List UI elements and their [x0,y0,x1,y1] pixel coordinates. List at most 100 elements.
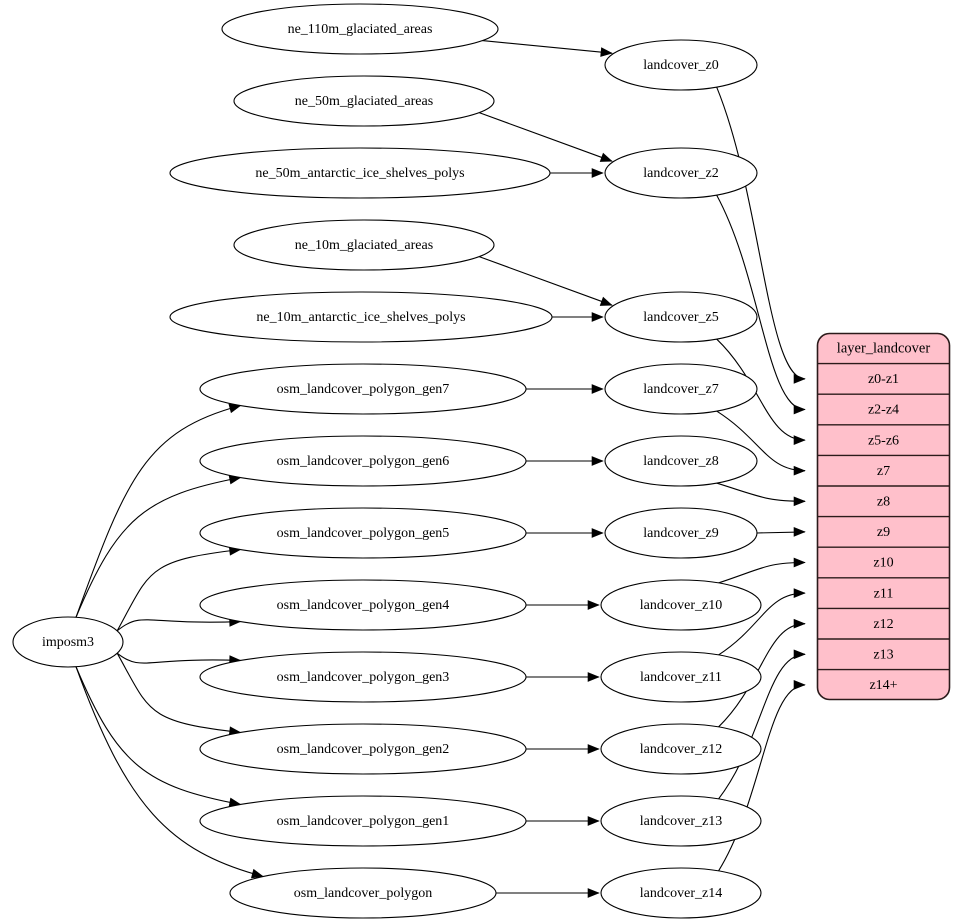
node-landcover_z10[interactable]: landcover_z10 [600,579,762,631]
edge-line [718,653,806,800]
table-row-z7[interactable]: z7 [877,464,890,479]
node-landcover_z8[interactable]: landcover_z8 [604,435,758,487]
node-osm_landcover_polygon_gen2[interactable]: osm_landcover_polygon_gen2 [199,723,527,775]
table-row-z8[interactable]: z8 [877,495,890,510]
node-ne_10m_glaciated_areas[interactable]: ne_10m_glaciated_areas [233,219,495,271]
node-ne_50m_antarctic_ice_shelves_polys[interactable]: ne_50m_antarctic_ice_shelves_polys [169,147,551,199]
edge-line [75,476,241,618]
table-row-label: z5-z6 [868,433,899,448]
edge-landcover_z13-to-row-z13 [718,649,806,800]
node-landcover_z7[interactable]: landcover_z7 [604,363,758,415]
table-row-z14plus[interactable]: z14+ [869,678,897,693]
node-shape [604,291,758,343]
node-osm_landcover_polygon[interactable]: osm_landcover_polygon [229,867,497,919]
node-label: osm_landcover_polygon_gen4 [277,598,450,613]
node-landcover_z9[interactable]: landcover_z9 [604,507,758,559]
node-ne_50m_glaciated_areas[interactable]: ne_50m_glaciated_areas [233,75,495,127]
node-landcover_z5[interactable]: landcover_z5 [604,291,758,343]
edge-line [75,666,241,806]
table-row-z13[interactable]: z13 [873,648,893,663]
table-row-z2-z4[interactable]: z2-z4 [868,403,899,418]
node-label: osm_landcover_polygon_gen2 [277,742,450,757]
edge-landcover_z11-to-row-z11 [718,588,806,656]
node-landcover_z2[interactable]: landcover_z2 [604,147,758,199]
node-osm_landcover_polygon_gen7[interactable]: osm_landcover_polygon_gen7 [199,363,527,415]
table-row-label: z8 [877,495,890,510]
node-shape [604,363,758,415]
node-label: landcover_z14 [640,886,722,901]
edge-landcover_z2-to-row-z2-z4 [716,194,806,415]
table-row-z5-z6[interactable]: z5-z6 [868,433,899,448]
node-osm_landcover_polygon_gen6[interactable]: osm_landcover_polygon_gen6 [199,435,527,487]
table-row-label: z7 [877,464,890,479]
node-ne_110m_glaciated_areas[interactable]: ne_110m_glaciated_areas [221,3,499,55]
table-row-label: z9 [877,525,890,540]
edge-line [718,623,806,728]
edge-osm_landcover_polygon_gen7-to-landcover_z7 [526,384,604,394]
edge-line [75,404,241,618]
node-landcover_z14[interactable]: landcover_z14 [600,867,762,919]
edge-osm_landcover_polygon_gen2-to-landcover_z12 [526,744,600,754]
node-osm_landcover_polygon_gen5[interactable]: osm_landcover_polygon_gen5 [199,507,527,559]
edge-osm_landcover_polygon_gen4-to-landcover_z10 [526,600,600,610]
arrowhead-icon [793,404,806,415]
edge-line [116,619,241,632]
node-shape [199,507,527,559]
table-row-label: z2-z4 [868,403,899,418]
node-shape [600,579,762,631]
arrowhead-icon [591,312,604,322]
edge-landcover_z10-to-row-z10 [718,557,806,584]
edge-line [482,40,613,54]
node-shape [600,795,762,847]
node-label: landcover_z13 [640,814,722,829]
node-osm_landcover_polygon_gen1[interactable]: osm_landcover_polygon_gen1 [199,795,527,847]
edge-line [116,652,241,734]
node-shape [199,795,527,847]
edge-osm_landcover_polygon_gen1-to-landcover_z13 [526,816,600,826]
node-osm_landcover_polygon_gen4[interactable]: osm_landcover_polygon_gen4 [199,579,527,631]
node-label: osm_landcover_polygon_gen1 [277,814,450,829]
edge-imposm3-to-osm_landcover_polygon_gen4 [116,617,242,632]
node-landcover_z12[interactable]: landcover_z12 [600,723,762,775]
node-label: landcover_z11 [640,670,722,685]
node-label: osm_landcover_polygon_gen5 [277,526,450,541]
edge-line [718,561,806,584]
edge-osm_landcover_polygon_gen3-to-landcover_z11 [526,672,600,682]
node-landcover_z13[interactable]: landcover_z13 [600,795,762,847]
table-row-z10[interactable]: z10 [873,556,893,571]
arrowhead-icon [587,888,600,898]
table-row-z12[interactable]: z12 [873,617,893,632]
node-label: landcover_z12 [640,742,722,757]
edge-line [478,112,613,162]
table-row-z0-z1[interactable]: z0-z1 [868,372,899,387]
table-header-cell [817,333,950,364]
table-row-z11[interactable]: z11 [874,586,894,601]
edge-landcover_z5-to-row-z5-z6 [716,338,806,445]
node-shape [169,291,553,343]
table-row-z9[interactable]: z9 [877,525,890,540]
edge-line [478,256,613,306]
nodes-layer: imposm3 ne_110m_glaciated_areas ne_50m_gla… [12,3,762,919]
node-label: ne_50m_antarctic_ice_shelves_polys [255,166,464,181]
edge-ne_10m_glaciated_areas-to-landcover_z5 [478,256,613,306]
arrowhead-icon [793,649,806,660]
arrowhead-icon [793,465,806,476]
node-label: landcover_z8 [643,454,718,469]
arrowhead-icon [599,296,613,306]
node-osm_landcover_polygon_gen3[interactable]: osm_landcover_polygon_gen3 [199,651,527,703]
node-shape [199,435,527,487]
edge-ne_50m_glaciated_areas-to-landcover_z2 [478,112,613,162]
arrowhead-icon [793,496,806,507]
layer-landcover-table[interactable]: layer_landcover z0-z1 z2-z4 z5-z6 z7 z8 z9 z10 z… [816,332,951,701]
arrowhead-icon [591,384,604,394]
edge-imposm3-to-osm_landcover_polygon_gen7 [75,403,242,618]
node-ne_10m_antarctic_ice_shelves_polys[interactable]: ne_10m_antarctic_ice_shelves_polys [169,291,553,343]
node-imposm3[interactable]: imposm3 [12,616,124,668]
table-title: layer_landcover [837,341,931,357]
arrowhead-icon [587,744,600,754]
node-landcover_z0[interactable]: landcover_z0 [604,39,758,91]
arrowhead-icon [591,456,604,466]
node-shape [600,723,762,775]
edge-imposm3-to-osm_landcover_polygon [75,666,264,879]
node-landcover_z11[interactable]: landcover_z11 [600,651,762,703]
